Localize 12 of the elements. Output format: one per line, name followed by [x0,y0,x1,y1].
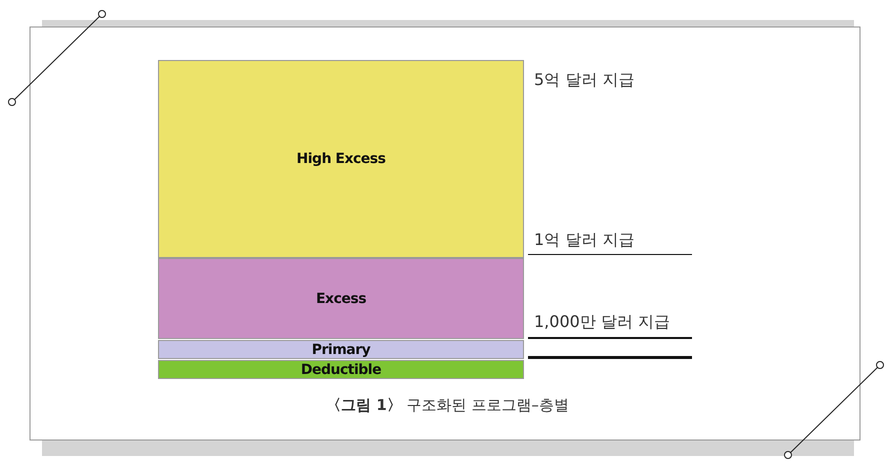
primary-layer [158,340,524,359]
payout-label: 1,000만 달러 지급 [534,312,670,333]
high-excess-layer [158,60,524,258]
excess-layer [158,258,524,339]
layer-label: Deductible [300,362,382,378]
payout-label: 5억 달러 지급 [534,70,634,91]
layer-label: High Excess [296,151,386,167]
layer-label: Excess [316,290,366,306]
payout-label: 1억 달러 지급 [534,230,634,251]
layer-label: Primary [312,342,370,358]
deductible-layer [158,360,524,379]
figure-caption: 〈그림 1〉 구조화된 프로그램–층별 [325,396,570,415]
